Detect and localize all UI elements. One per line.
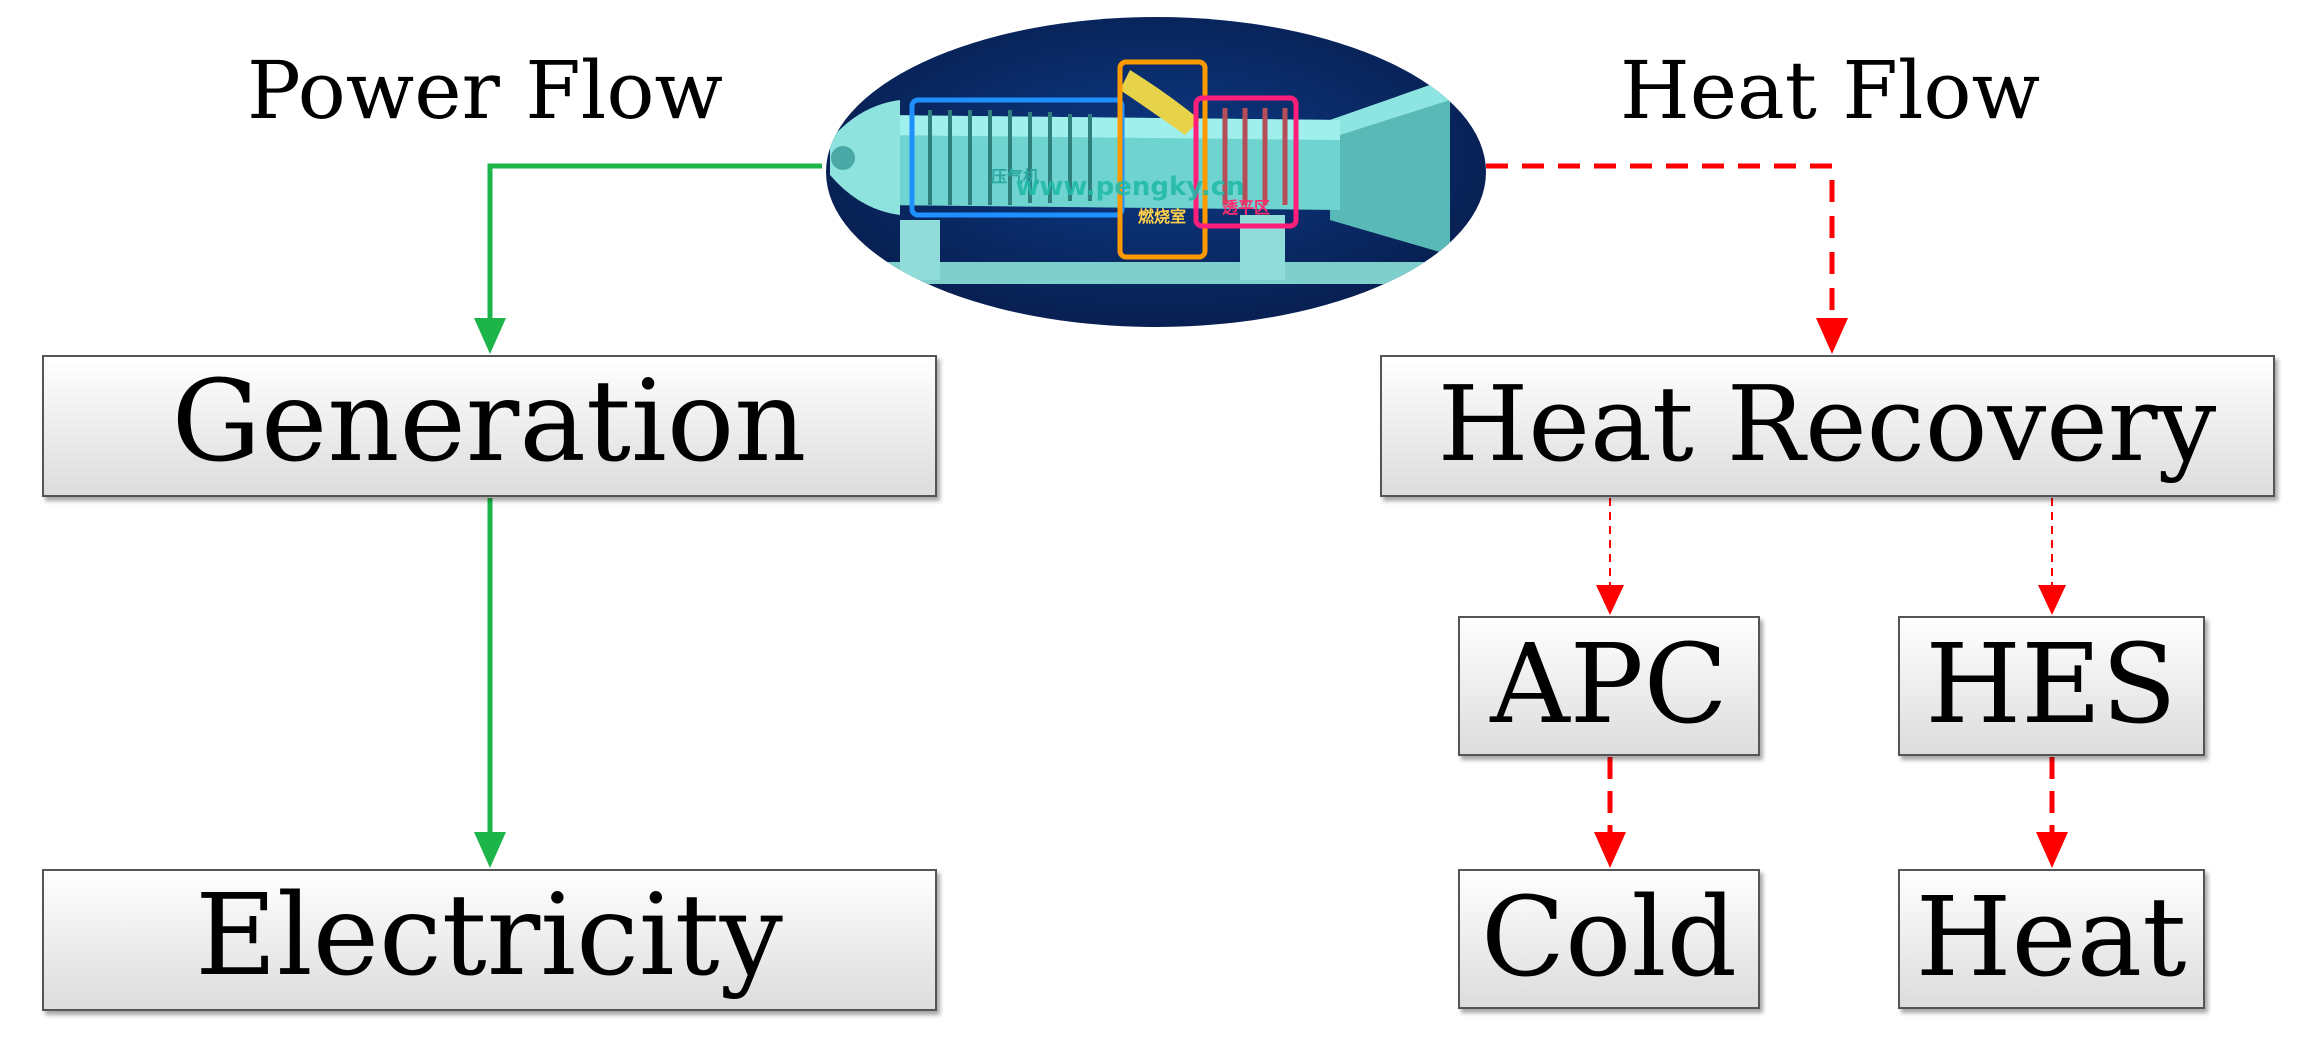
- heat-recovery-box: Heat Recovery: [1380, 355, 2275, 497]
- arrow-to-cold: [1594, 832, 1626, 868]
- arrow-to-heat-recovery: [1816, 318, 1848, 354]
- arrow-to-generation: [474, 318, 506, 354]
- heat-flow-connectors: [1486, 163, 2068, 868]
- engine-label-compressor: 压气机: [991, 167, 1039, 186]
- heat-flow-title: Heat Flow: [1620, 44, 2040, 137]
- arrow-to-apc: [1596, 585, 1624, 615]
- heat-box: Heat: [1898, 869, 2205, 1009]
- hes-label: HES: [1925, 620, 2177, 748]
- electricity-box: Electricity: [42, 869, 937, 1011]
- arrow-to-heat: [2036, 832, 2068, 868]
- arrow-to-hes: [2038, 585, 2066, 615]
- heat-recovery-label: Heat Recovery: [1438, 363, 2217, 485]
- generation-label: Generation: [172, 357, 807, 487]
- engine-label-turbine: 透平区: [1222, 198, 1270, 217]
- apc-box: APC: [1458, 616, 1760, 756]
- power-flow-title: Power Flow: [247, 44, 723, 137]
- arrow-to-electricity: [474, 832, 506, 868]
- generation-box: Generation: [42, 355, 937, 497]
- cold-box: Cold: [1458, 869, 1760, 1009]
- hes-box: HES: [1898, 616, 2205, 756]
- engine-watermark: www.pengky.cn: [1015, 172, 1244, 202]
- electricity-label: Electricity: [195, 871, 783, 1001]
- gas-turbine-image: 燃烧室 透平区 压气机 www.pengky.cn: [826, 17, 1486, 327]
- cold-label: Cold: [1481, 873, 1737, 1001]
- apc-label: APC: [1489, 620, 1728, 748]
- engine-label-combustor: 燃烧室: [1138, 207, 1186, 226]
- heat-label: Heat: [1916, 873, 2187, 1001]
- power-flow-connectors: [474, 163, 822, 868]
